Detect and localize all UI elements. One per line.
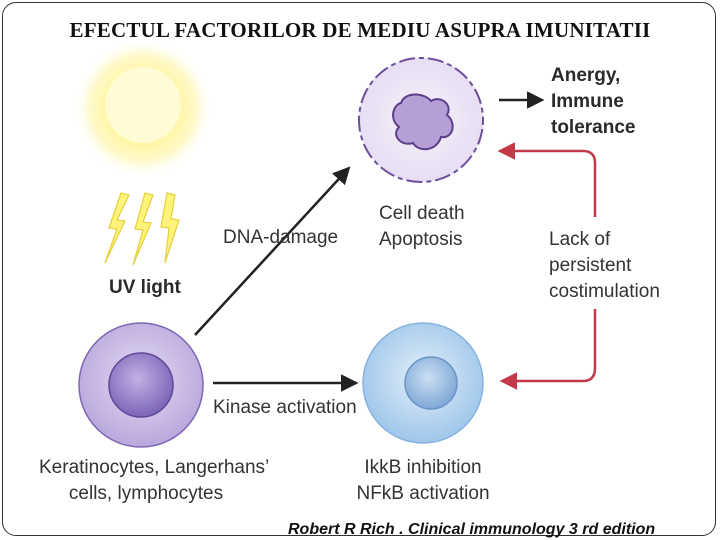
anergy-line: Anergy, [551, 65, 621, 86]
apoptotic-cell-icon [358, 57, 484, 183]
ikkb-label: IkkB inhibition NFkB activation [353, 455, 493, 507]
uv-immunity-diagram: UV light DNA-damage Kinase activation Ce… [33, 43, 693, 513]
persistent-line: persistent [549, 255, 632, 276]
uv-lightning-icon [104, 192, 180, 266]
costimulation-label: Lack of persistent costimulation [549, 227, 660, 305]
slide-title: EFECTUL FACTORILOR DE MEDIU ASUPRA IMUNI… [69, 18, 651, 42]
costimulation-line: costimulation [549, 281, 660, 302]
uv-light-label: UV light [109, 277, 181, 298]
kinase-activation-label: Kinase activation [213, 397, 357, 418]
lack-of-line: Lack of [549, 229, 611, 250]
diagram-artwork [73, 43, 597, 448]
apoptosis-line: Apoptosis [379, 229, 463, 250]
ikkb-inhibition-line: IkkB inhibition [364, 457, 482, 478]
lymphocytes-line: cells, lymphocytes [68, 483, 224, 504]
immune-line: Immune [551, 91, 624, 112]
cell-death-line: Cell death [379, 203, 465, 224]
costimulation-feedback-arrows [497, 142, 597, 390]
anergy-label: Anergy, Immune tolerance [551, 63, 635, 141]
dna-damage-arrow [194, 166, 351, 336]
keratinocyte-cell-icon [78, 322, 204, 448]
keratinocytes-line: Keratinocytes, Langerhans’ [39, 457, 270, 478]
tolerance-line: tolerance [551, 117, 636, 138]
sun-icon [73, 43, 213, 178]
dna-damage-label: DNA-damage [223, 227, 339, 248]
activated-cell-icon [362, 322, 484, 444]
nfkb-activation-line: NFkB activation [356, 483, 490, 504]
cell-death-label: Cell death Apoptosis [379, 201, 465, 253]
keratinocytes-label: Keratinocytes, Langerhans’ cells, lympho… [39, 455, 270, 507]
source-citation: Robert R Rich . Clinical immunology 3 rd… [288, 521, 656, 538]
